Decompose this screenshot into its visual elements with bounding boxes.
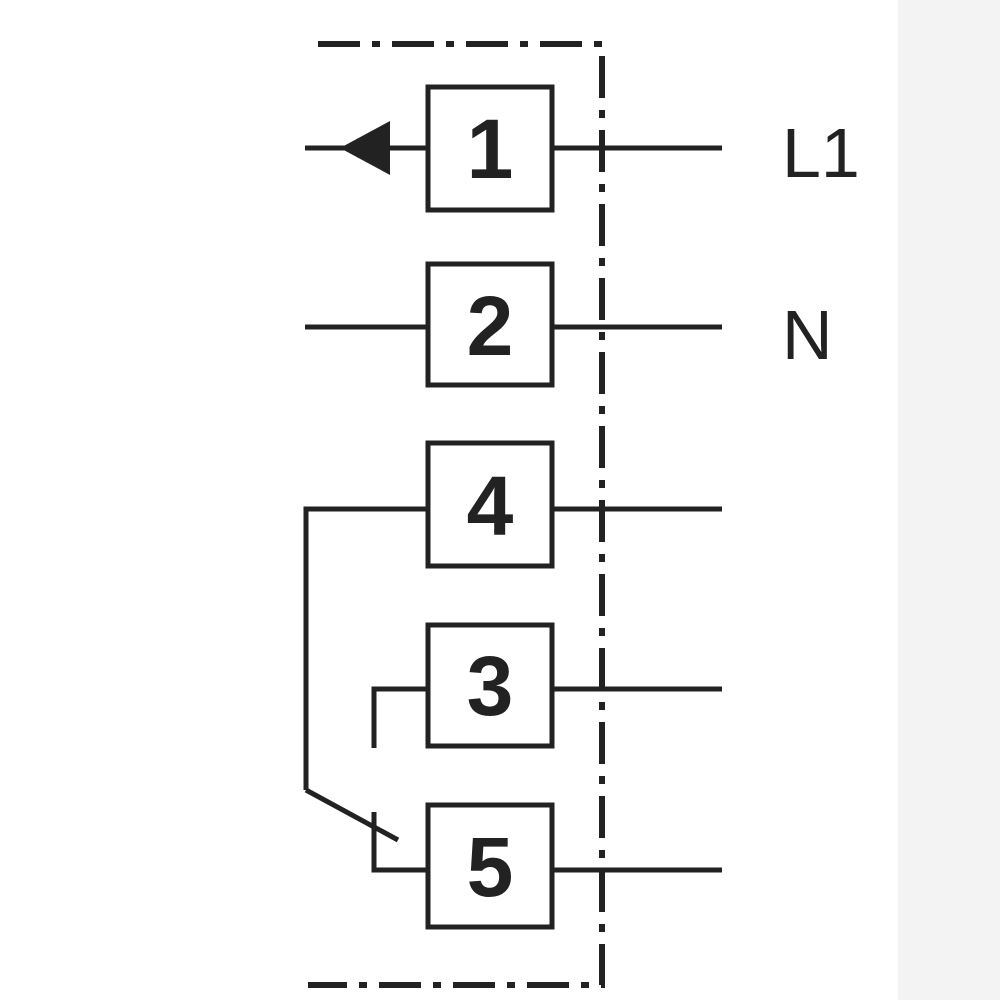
right-edge-strip — [898, 0, 1000, 1000]
terminal-block-3: 3 — [425, 622, 555, 749]
terminal-number: 3 — [467, 639, 514, 733]
label-l1: L1 — [782, 114, 860, 192]
terminal-number: 5 — [467, 820, 514, 914]
terminal-block-4: 4 — [425, 440, 555, 569]
switch-blade — [304, 787, 400, 843]
terminal-block-2: 2 — [425, 261, 555, 388]
arrow-left-icon — [340, 121, 390, 175]
terminal-number: 4 — [467, 459, 514, 553]
label-n: N — [782, 296, 833, 374]
common-contact-wire — [303, 506, 428, 790]
terminal-number: 2 — [467, 279, 514, 373]
contact-5-wire — [371, 812, 428, 873]
device-housing-outline — [308, 41, 605, 988]
terminal-block-1: 1 — [425, 84, 555, 213]
switch-contact — [303, 506, 428, 873]
terminal-block-5: 5 — [425, 802, 555, 930]
contact-3-wire — [371, 686, 428, 748]
terminal-number: 1 — [467, 102, 514, 196]
